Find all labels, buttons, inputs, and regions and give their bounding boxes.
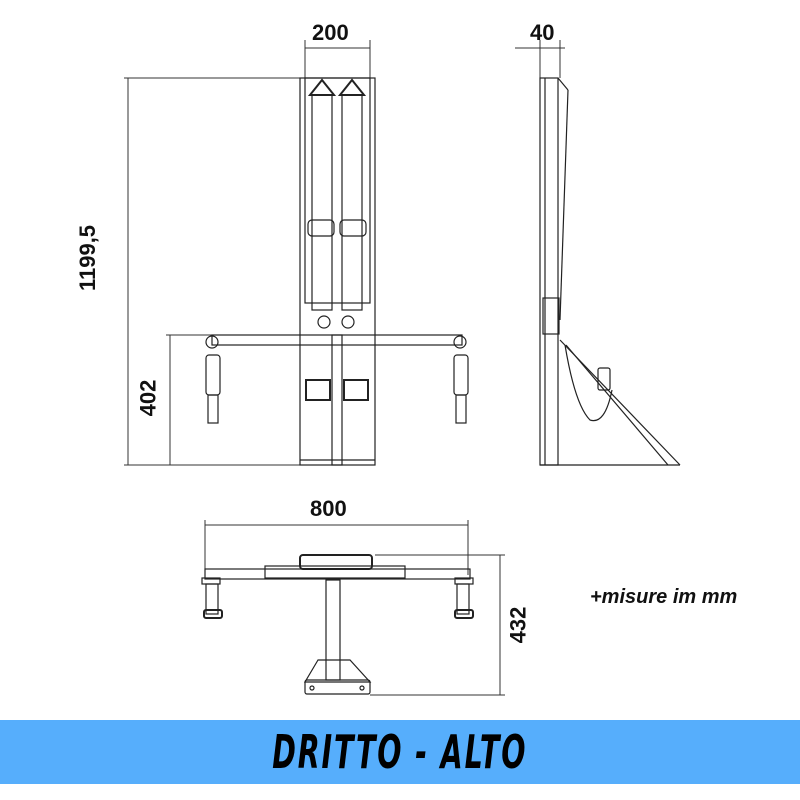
banner-title: DRITTO - ALTO [272,725,528,779]
dim-total-height: 1199,5 [75,224,101,292]
title-banner: DRITTO - ALTO [0,720,800,784]
dim-top-width: 800 [310,496,347,521]
dimension-lines [124,40,565,696]
front-view [205,77,469,466]
dim-front-width: 200 [312,20,349,45]
dim-lower-height: 402 [135,379,161,417]
units-note: +misure im mm [590,586,738,608]
dim-side-depth: 40 [530,20,555,45]
top-view [201,554,474,695]
side-view [539,77,681,466]
dim-top-depth: 432 [505,606,531,644]
